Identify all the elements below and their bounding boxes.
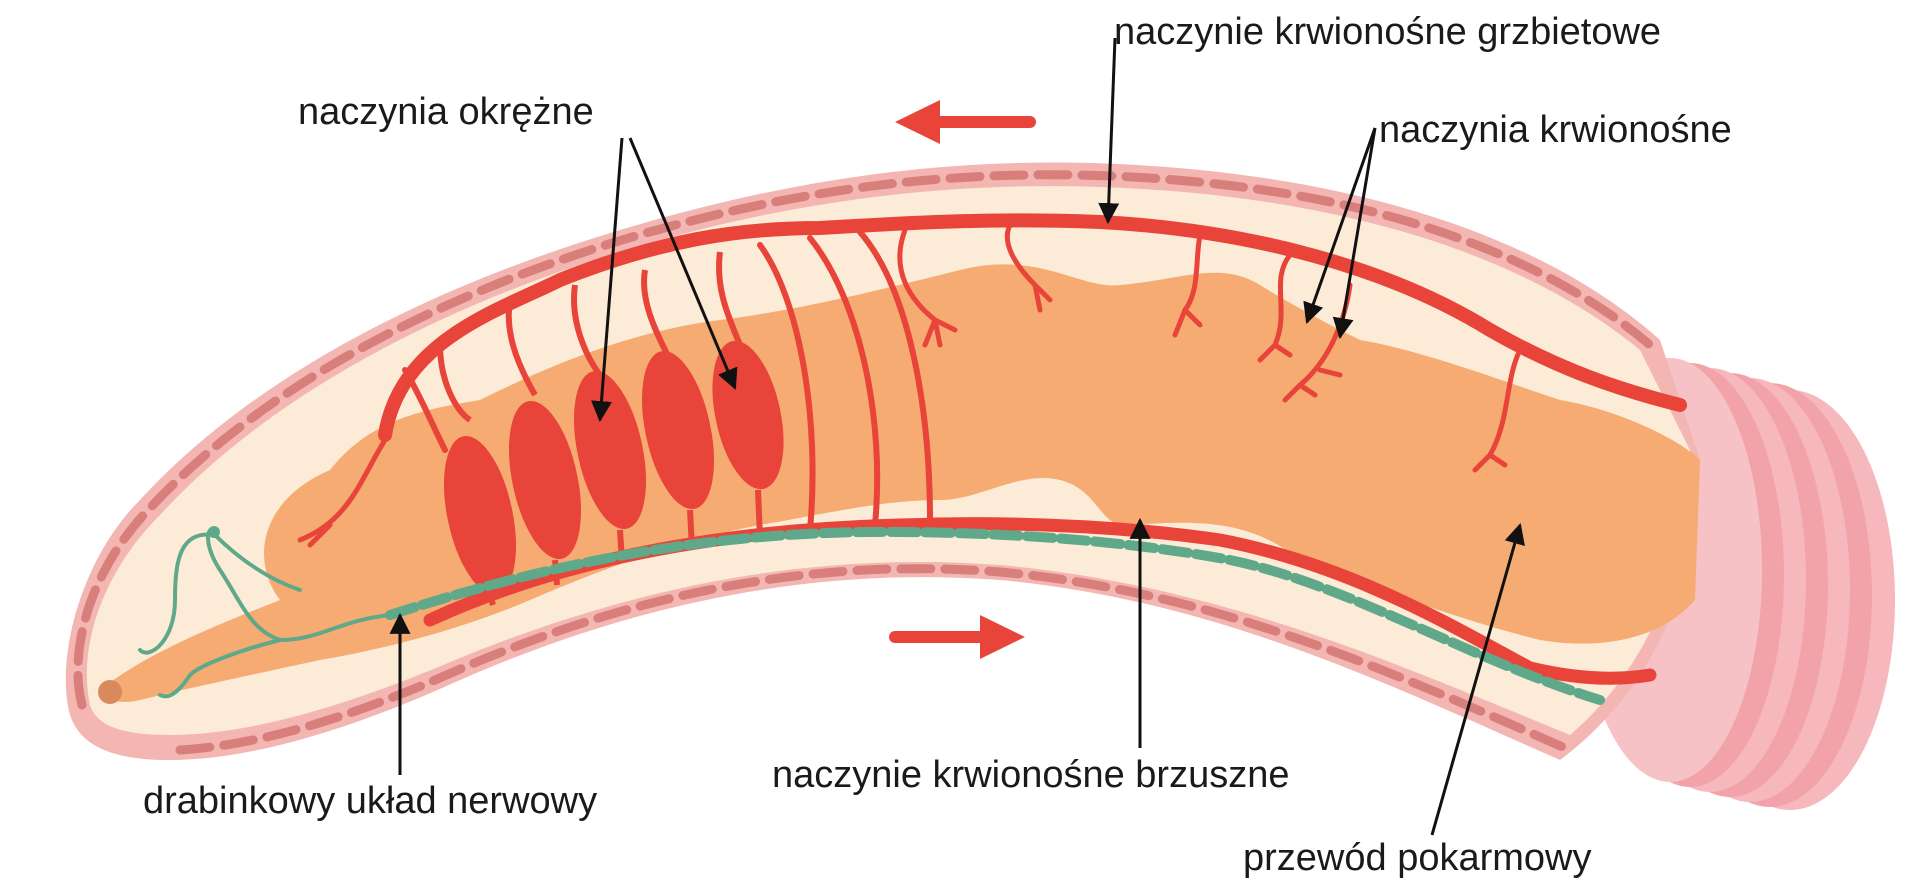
nerve-cord [385, 526, 1605, 705]
blood-flow-arrow-ventral [889, 615, 1025, 659]
blood-flow-arrow-dorsal [895, 100, 1036, 144]
ladder-nervous-system [138, 526, 1605, 705]
label-circular-vessels: naczynia okrężne [298, 91, 594, 133]
mouth-opening [98, 680, 122, 704]
muscle-layer-dashes-lower [175, 564, 1570, 755]
dorsal-vessel [378, 213, 1687, 442]
cerebral-ganglia [138, 527, 392, 699]
label-blood-vessels: naczynia krwionośne [1379, 109, 1732, 151]
label-nervous-system: drabinkowy układ nerwowy [143, 780, 597, 822]
circular-vessel-rings [402, 229, 933, 533]
label-ventral-vessel: naczynie krwionośne brzuszne [772, 754, 1290, 796]
leader-lines [389, 37, 1525, 836]
label-digestive-tract: przewód pokarmowy [1243, 837, 1591, 879]
label-dorsal-vessel: naczynie krwionośne grzbietowe [1114, 11, 1661, 53]
muscle-layer-dashes [73, 170, 1655, 710]
